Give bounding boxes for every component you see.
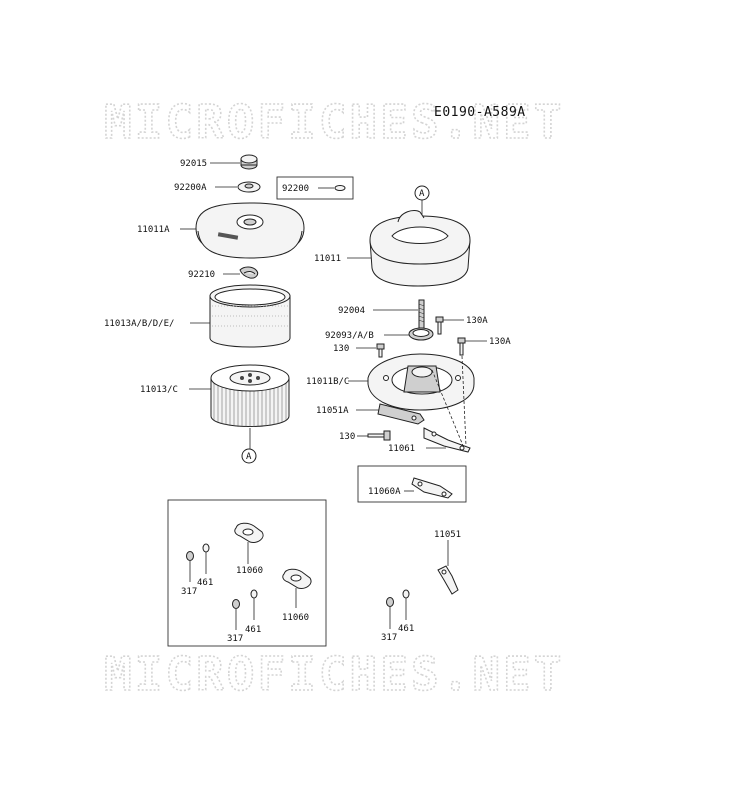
label-11011A: 11011A [137, 225, 170, 235]
part-11051-bracket [437, 565, 459, 595]
callout-a-bottom-letter: A [246, 452, 252, 462]
label-317-1: 317 [181, 587, 197, 597]
label-11060A: 11060A [368, 487, 401, 497]
part-317-nut-1 [186, 551, 194, 561]
label-92004: 92004 [338, 306, 365, 316]
part-130-bolt-1 [376, 343, 385, 358]
label-92200A: 92200A [174, 183, 207, 193]
label-92015: 92015 [180, 159, 207, 169]
label-92200: 92200 [282, 184, 309, 194]
callout-a-bottom [241, 448, 257, 464]
part-11013C-element [210, 364, 290, 427]
label-130A-1: 130A [466, 316, 488, 326]
part-317-nut-2 [232, 599, 240, 609]
label-130-2: 130 [339, 432, 355, 442]
part-130-bolt-2 [367, 430, 391, 441]
callout-a-top-letter: A [419, 189, 425, 199]
part-317-nut-3 [386, 597, 394, 607]
part-130A-bolt-1 [435, 316, 444, 335]
label-11011BC: 11011B/C [306, 377, 349, 387]
part-11061-gasket [423, 427, 471, 453]
part-11051A-bracket [377, 403, 425, 425]
label-461-3: 461 [398, 624, 414, 634]
part-11060-gasket-1 [234, 522, 264, 543]
part-92004-stud [418, 299, 425, 329]
label-92093AB: 92093/A/B [325, 331, 374, 341]
diagram-code: E0190-A589A [434, 105, 526, 120]
label-11051A: 11051A [316, 406, 349, 416]
part-11013ABDE-precleaner [209, 284, 291, 348]
watermark-bottom: MICROFICHES.NET [104, 647, 564, 701]
part-461-washer-2 [250, 589, 258, 599]
part-92015-nut [240, 154, 258, 170]
label-11011: 11011 [314, 254, 341, 264]
part-11011-cover [369, 209, 471, 287]
label-317-2: 317 [227, 634, 243, 644]
label-11060-2: 11060 [282, 613, 309, 623]
part-11060A-gasket [411, 477, 453, 499]
label-92210: 92210 [188, 270, 215, 280]
label-11061: 11061 [388, 444, 415, 454]
label-130A-2: 130A [489, 337, 511, 347]
part-461-washer-1 [202, 543, 210, 553]
part-130A-bolt-2 [457, 337, 466, 356]
part-92200A-washer [237, 181, 261, 193]
label-130-1: 130 [333, 344, 349, 354]
part-92093AB-seal [408, 327, 434, 341]
label-11013C: 11013/C [140, 385, 178, 395]
box-11060A [357, 465, 467, 503]
label-11060-1: 11060 [236, 566, 263, 576]
label-461-1: 461 [197, 578, 213, 588]
label-461-2: 461 [245, 625, 261, 635]
label-11013ABDE: 11013A/B/D/E/ [104, 319, 174, 329]
part-11060-gasket-2 [282, 568, 312, 589]
part-11011A-cover [195, 202, 305, 259]
box-lower-left [167, 499, 327, 647]
part-461-washer-3 [402, 589, 410, 599]
part-92210-clip [239, 266, 259, 279]
box-92200 [276, 176, 354, 200]
label-317-3: 317 [381, 633, 397, 643]
part-11011BC-base [367, 353, 475, 411]
label-11051: 11051 [434, 530, 461, 540]
watermark-top: MICROFICHES.NET [104, 95, 564, 149]
